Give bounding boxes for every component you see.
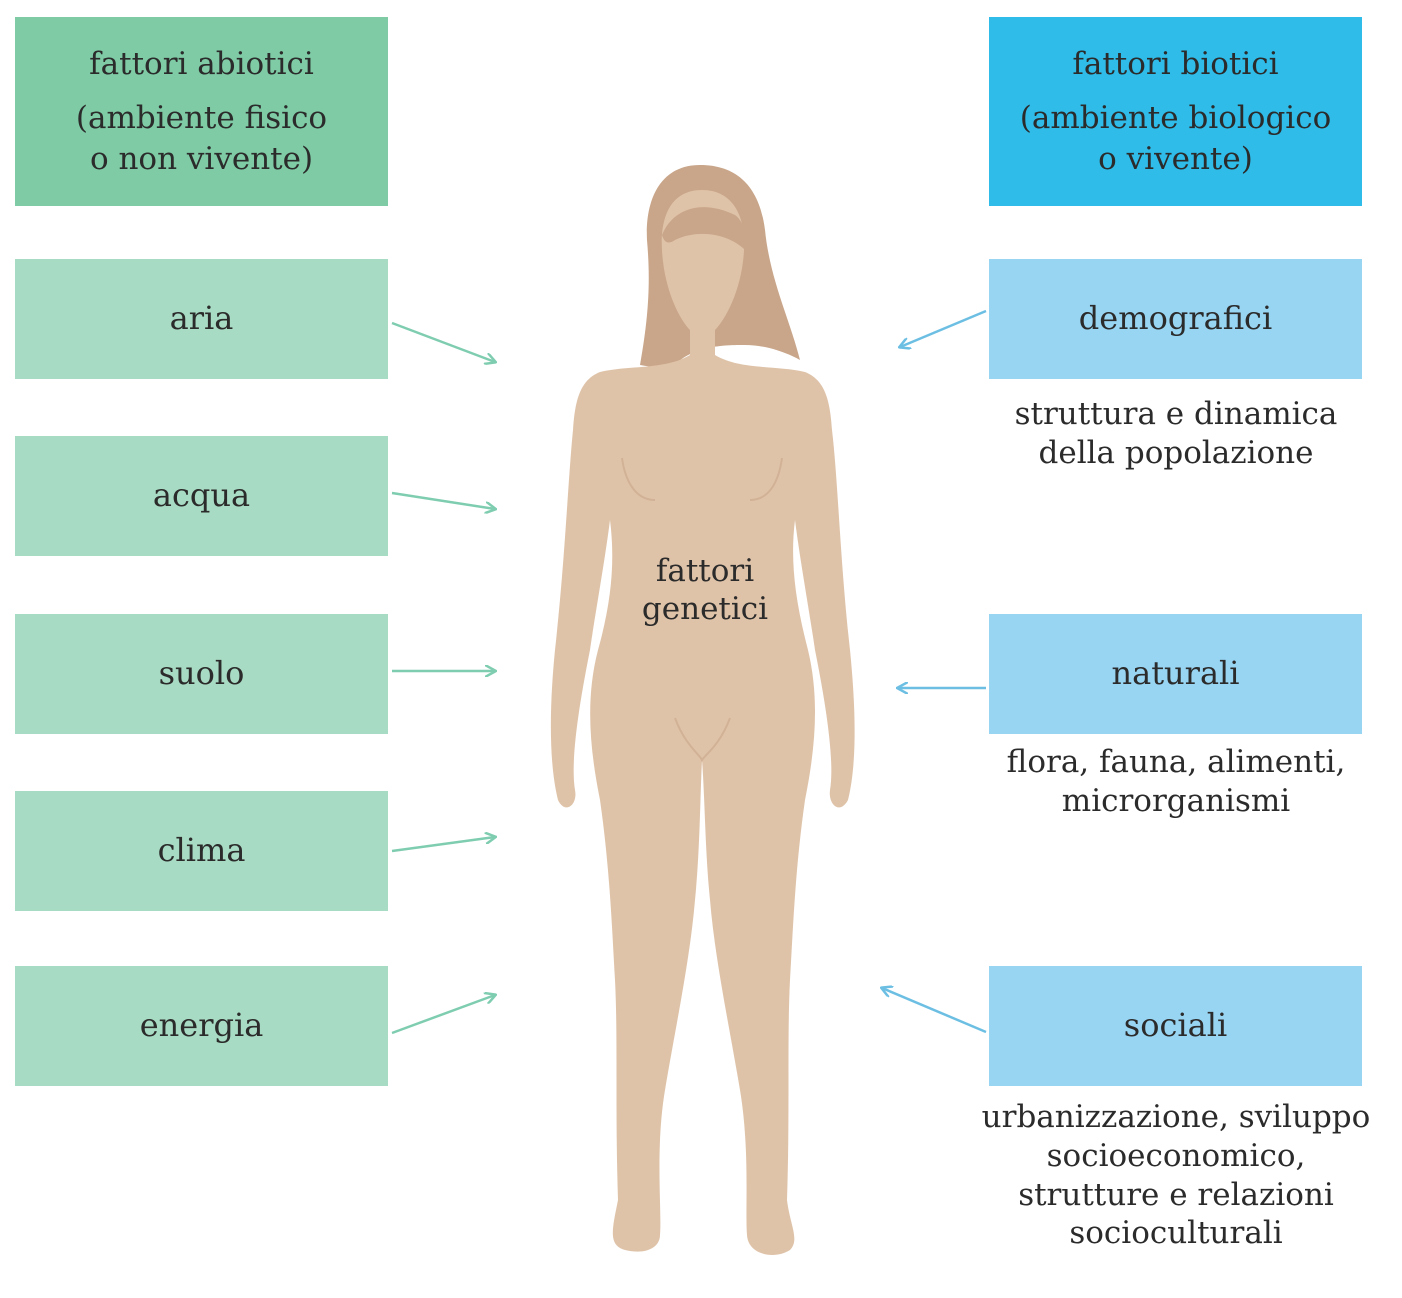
biotic-desc-demografici: struttura e dinamica della popolazione <box>950 395 1402 473</box>
biotic-item-label: demografici <box>1079 298 1272 340</box>
abiotic-title: fattori abiotici <box>89 44 314 84</box>
abiotic-subtitle-line1: (ambiente fisico <box>76 98 327 138</box>
center-label-line1: fattori <box>600 553 810 591</box>
desc-line: della popolazione <box>950 434 1402 473</box>
biotic-subtitle-line2: o vivente) <box>1098 139 1253 179</box>
biotic-header: fattori biotici (ambiente biologico o vi… <box>989 17 1362 206</box>
desc-line: urbanizzazione, sviluppo <box>950 1098 1402 1137</box>
biotic-item-label: sociali <box>1124 1005 1227 1047</box>
desc-line: struttura e dinamica <box>950 395 1402 434</box>
desc-line: socioculturali <box>950 1214 1402 1253</box>
abiotic-item-label: clima <box>158 830 246 872</box>
human-figure <box>551 165 855 1255</box>
desc-line: socioeconomico, <box>950 1137 1402 1176</box>
abiotic-item-label: suolo <box>159 653 245 695</box>
genetic-factors-label: fattori genetici <box>600 553 810 629</box>
biotic-item-demografici: demografici <box>989 259 1362 379</box>
abiotic-item-suolo: suolo <box>15 614 388 734</box>
abiotic-subtitle-line2: o non vivente) <box>90 139 313 179</box>
biotic-item-label: naturali <box>1112 653 1240 695</box>
arrow-demografici <box>900 311 986 347</box>
abiotic-item-aria: aria <box>15 259 388 379</box>
biotic-desc-naturali: flora, fauna, alimenti, microrganismi <box>950 743 1402 821</box>
biotic-subtitle-line1: (ambiente biologico <box>1020 98 1331 138</box>
biotic-item-naturali: naturali <box>989 614 1362 734</box>
desc-line: strutture e relazioni <box>950 1176 1402 1215</box>
arrow-aria <box>392 323 495 362</box>
center-label-line2: genetici <box>600 591 810 629</box>
arrow-sociali <box>882 988 986 1032</box>
biotic-item-sociali: sociali <box>989 966 1362 1086</box>
arrow-acqua <box>392 493 495 509</box>
abiotic-item-label: aria <box>170 298 234 340</box>
abiotic-item-clima: clima <box>15 791 388 911</box>
abiotic-header: fattori abiotici (ambiente fisico o non … <box>15 17 388 206</box>
abiotic-item-label: energia <box>140 1005 264 1047</box>
arrow-energia <box>392 995 495 1033</box>
desc-line: flora, fauna, alimenti, <box>950 743 1402 782</box>
abiotic-item-energia: energia <box>15 966 388 1086</box>
abiotic-item-acqua: acqua <box>15 436 388 556</box>
biotic-title: fattori biotici <box>1072 44 1278 84</box>
desc-line: microrganismi <box>950 782 1402 821</box>
abiotic-item-label: acqua <box>153 475 250 517</box>
body <box>551 190 855 1255</box>
abiotic-arrows <box>392 323 495 1033</box>
arrow-clima <box>392 837 495 851</box>
biotic-desc-sociali: urbanizzazione, sviluppo socioeconomico,… <box>950 1098 1402 1253</box>
